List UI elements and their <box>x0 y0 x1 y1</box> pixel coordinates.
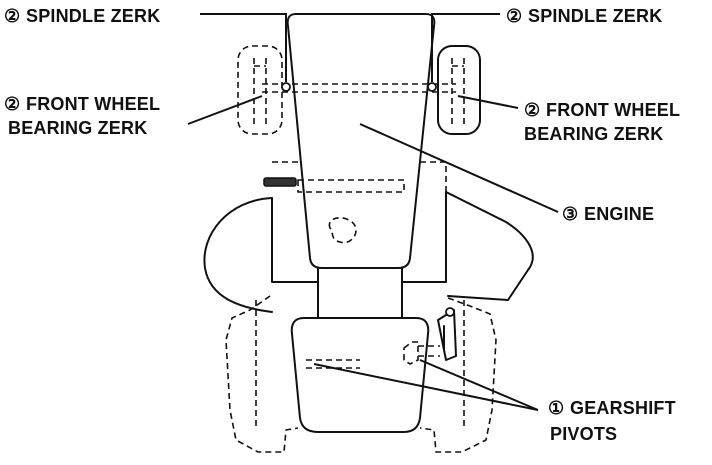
front-wheel-right-number: ② <box>524 100 540 120</box>
engine-cap <box>328 216 357 244</box>
front-wheel-left-line1: FRONT WHEEL <box>26 94 160 114</box>
left-front-wheel <box>237 45 283 135</box>
right-front-wheel <box>437 45 481 135</box>
leader-engine <box>359 123 559 213</box>
front-wheel-left-line2: BEARING ZERK <box>8 118 147 138</box>
rear-left-wheel <box>225 295 299 453</box>
spindle-right-number: ② <box>506 6 522 26</box>
spindle-zerk-right <box>427 82 437 92</box>
rear-right-wheel <box>419 297 497 453</box>
spindle-zerk-left <box>281 82 291 92</box>
spindle-right-label: SPINDLE ZERK <box>528 6 662 26</box>
leader-spindle-left <box>200 13 287 82</box>
spindle-left-label: SPINDLE ZERK <box>26 6 160 26</box>
leader-gearshift-a <box>313 363 539 411</box>
engine-number: ③ <box>562 204 578 224</box>
engine-block <box>297 179 405 193</box>
tractor-drawing <box>203 13 534 453</box>
hood <box>286 13 436 269</box>
gearshift-number: ① <box>548 398 564 418</box>
leader-gearshift-b <box>419 359 539 411</box>
gearshift-lever <box>437 309 457 361</box>
left-fender <box>203 197 273 313</box>
gearshift-line2: PIVOTS <box>550 424 617 444</box>
gearshift-pivot-right <box>403 341 440 365</box>
gearshift-pivot-left <box>306 359 360 369</box>
engine-label: ENGINE <box>584 204 654 224</box>
leader-spindle-right <box>431 13 500 82</box>
seat <box>290 317 430 433</box>
steering-column <box>317 267 403 319</box>
front-wheel-right-line2: BEARING ZERK <box>524 124 663 144</box>
leader-front-wheel-right <box>457 95 519 109</box>
gearshift-line1: GEARSHIFT <box>570 398 676 418</box>
front-axle <box>262 83 456 93</box>
right-fender <box>445 191 534 301</box>
front-wheel-right-line1: FRONT WHEEL <box>546 100 680 120</box>
leader-lines <box>187 13 559 411</box>
leader-front-wheel-left <box>187 95 263 125</box>
labels: ② SPINDLE ZERK ② SPINDLE ZERK ② FRONT WH… <box>4 6 680 444</box>
front-wheel-left-number: ② <box>4 94 20 114</box>
spindle-left-number: ② <box>4 6 20 26</box>
throttle-lever <box>263 177 297 187</box>
